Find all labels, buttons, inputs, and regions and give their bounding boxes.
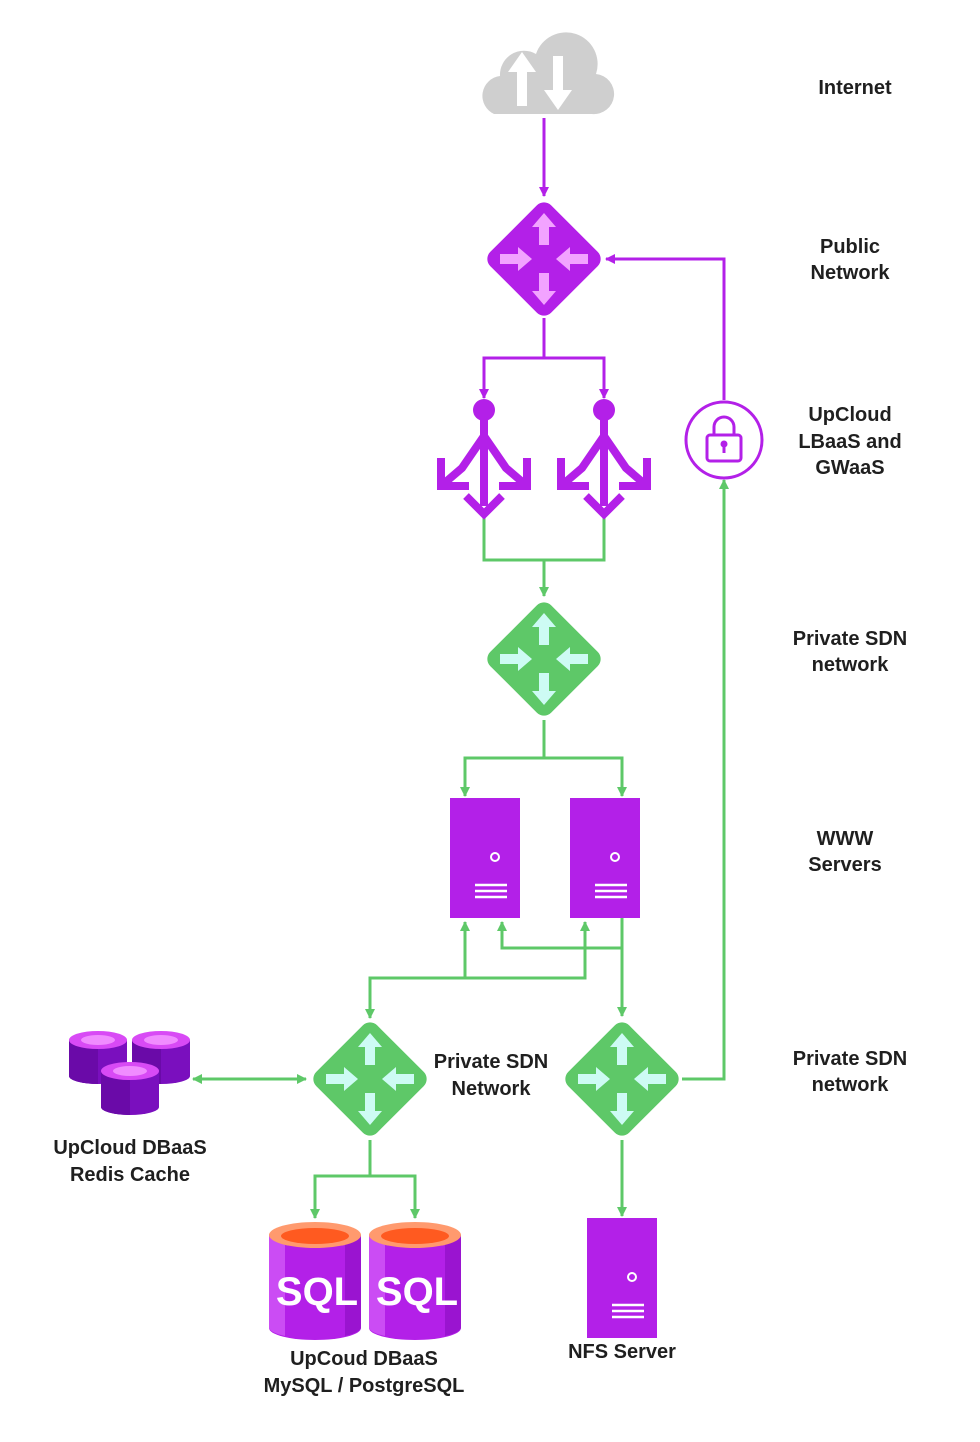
layer-label-www-servers: Servers xyxy=(808,854,881,876)
link-public-router-to-lb-1 xyxy=(479,318,546,399)
load-balancer-icon xyxy=(441,399,527,514)
link-lb-1-to-private-router xyxy=(482,515,549,597)
cloud-upload-download-icon xyxy=(482,32,615,115)
layer-label-private-sdn: Private SDN xyxy=(793,1048,908,1070)
layer-label-private-sdn: Private SDN xyxy=(793,628,908,650)
link-db-router-to-www-2 xyxy=(465,921,590,980)
layer-label-public-network: Network xyxy=(811,262,891,284)
connectors xyxy=(192,118,729,1219)
layer-label-internet: Internet xyxy=(818,77,892,99)
load-balancer-icon xyxy=(561,399,647,514)
layer-label-private-sdn: network xyxy=(812,1074,890,1096)
database-cluster-icon xyxy=(69,1031,190,1115)
link-private-router-to-www-2 xyxy=(544,756,627,797)
sql-database-icon: SQL xyxy=(369,1222,461,1340)
layer-labels: Internet Public Network UpCloud LBaaS an… xyxy=(793,77,908,1096)
layer-label-lbaas: GWaaS xyxy=(815,457,884,479)
sql-text: SQL xyxy=(276,1270,358,1314)
layer-label-lbaas: LBaaS and xyxy=(798,431,901,453)
link-db-router-to-sql-2 xyxy=(370,1174,420,1219)
node-labels: Private SDN Network UpCloud DBaaS Redis … xyxy=(53,1051,676,1397)
link-storage-router-to-www-1 xyxy=(497,921,622,950)
link-db-router-to-sql-1 xyxy=(310,1140,372,1219)
db-router-label: Private SDN xyxy=(434,1051,549,1073)
sql-database-icon: SQL xyxy=(269,1222,361,1340)
link-storage-router-to-gateway xyxy=(682,479,729,1081)
public-router-icon xyxy=(487,202,601,316)
link-gateway-to-public-router xyxy=(605,254,726,400)
link-private-router-to-www-1 xyxy=(460,720,546,797)
sql-text: SQL xyxy=(376,1270,458,1314)
nfs-server-icon xyxy=(585,1216,659,1340)
layer-label-www-servers: WWW xyxy=(817,828,874,850)
layer-label-public-network: Public xyxy=(820,236,880,258)
db-router-label: Network xyxy=(452,1078,532,1100)
server-icon xyxy=(568,796,642,920)
sql-db-label: MySQL / PostgreSQL xyxy=(264,1375,465,1397)
db-router-icon xyxy=(313,1022,427,1136)
storage-router-icon xyxy=(565,1022,679,1136)
nfs-server-label: NFS Server xyxy=(568,1341,676,1363)
redis-label: Redis Cache xyxy=(70,1164,190,1186)
lock-icon xyxy=(684,400,764,480)
link-db-router-to-www-1 xyxy=(365,921,470,1019)
layer-label-lbaas: UpCloud xyxy=(808,404,891,426)
redis-label: UpCloud DBaaS xyxy=(53,1137,206,1159)
layer-label-private-sdn: network xyxy=(812,654,890,676)
link-public-router-to-lb-2 xyxy=(544,356,609,399)
link-lb-2-to-private-router xyxy=(544,515,606,562)
sql-db-label: UpCoud DBaaS xyxy=(290,1348,438,1370)
private-router-icon xyxy=(487,602,601,716)
server-icon xyxy=(448,796,522,920)
